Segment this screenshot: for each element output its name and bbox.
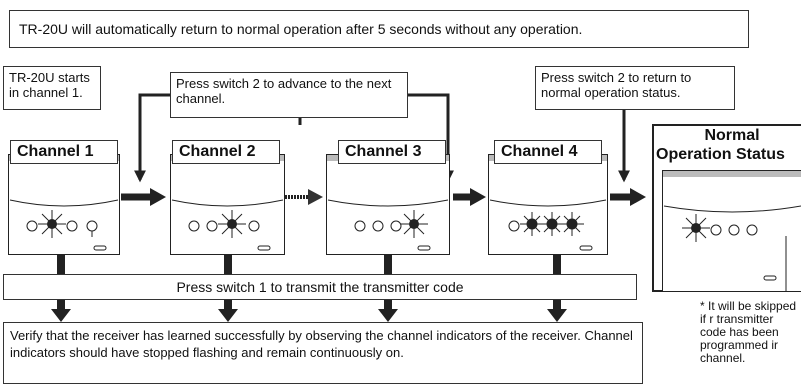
channel-1-indicators xyxy=(9,199,119,251)
return-note-text: Press switch 2 to return to normal opera… xyxy=(541,70,692,100)
return-note: Press switch 2 to return to normal opera… xyxy=(535,66,735,110)
channel-3-panel: Channel 3 xyxy=(326,140,450,255)
channel-1-title: Channel 1 xyxy=(10,140,118,164)
skip-note-text: * It will be skipped if r transmitter co… xyxy=(700,300,797,365)
normal-title: Normal Operation Status xyxy=(652,124,801,164)
advance-arrow-3 xyxy=(408,93,454,183)
panel-stems xyxy=(57,255,561,275)
channel-3-title: Channel 3 xyxy=(338,140,446,164)
channel-4-indicators xyxy=(489,199,607,251)
start-note-text: TR-20U starts in channel 1. xyxy=(9,70,90,100)
auto-return-text: TR-20U will automatically return to norm… xyxy=(19,21,583,37)
verify-note: Verify that the receiver has learned suc… xyxy=(3,322,643,384)
channel-3-indicators xyxy=(327,199,449,251)
start-note: TR-20U starts in channel 1. xyxy=(3,66,101,110)
channel-4-panel: Channel 4 xyxy=(488,140,608,255)
transmit-note: Press switch 1 to transmit the transmitt… xyxy=(3,274,637,300)
skip-note: * It will be skipped if r transmitter co… xyxy=(700,300,801,365)
transmit-note-text: Press switch 1 to transmit the transmitt… xyxy=(176,279,464,295)
channel-2-title: Channel 2 xyxy=(172,140,280,164)
channel-2-panel: Channel 2 xyxy=(170,140,285,255)
advance-arrow-1 xyxy=(134,93,170,183)
flow-arrows xyxy=(121,188,646,206)
advance-note: Press switch 2 to advance to the next ch… xyxy=(170,72,408,118)
channel-2-indicators xyxy=(171,199,284,251)
auto-return-note: TR-20U will automatically return to norm… xyxy=(9,10,749,48)
channel-4-title: Channel 4 xyxy=(494,140,602,164)
normal-title-line1: Normal xyxy=(704,127,760,144)
normal-operation-panel: Normal Operation Status xyxy=(652,124,801,292)
advance-note-text: Press switch 2 to advance to the next ch… xyxy=(176,76,392,106)
normal-title-line2: Operation Status xyxy=(656,146,785,163)
normal-indicators xyxy=(663,205,801,292)
verify-note-text: Verify that the receiver has learned suc… xyxy=(10,328,633,360)
channel-1-panel: Channel 1 xyxy=(8,140,120,255)
verify-arrows xyxy=(51,300,567,322)
